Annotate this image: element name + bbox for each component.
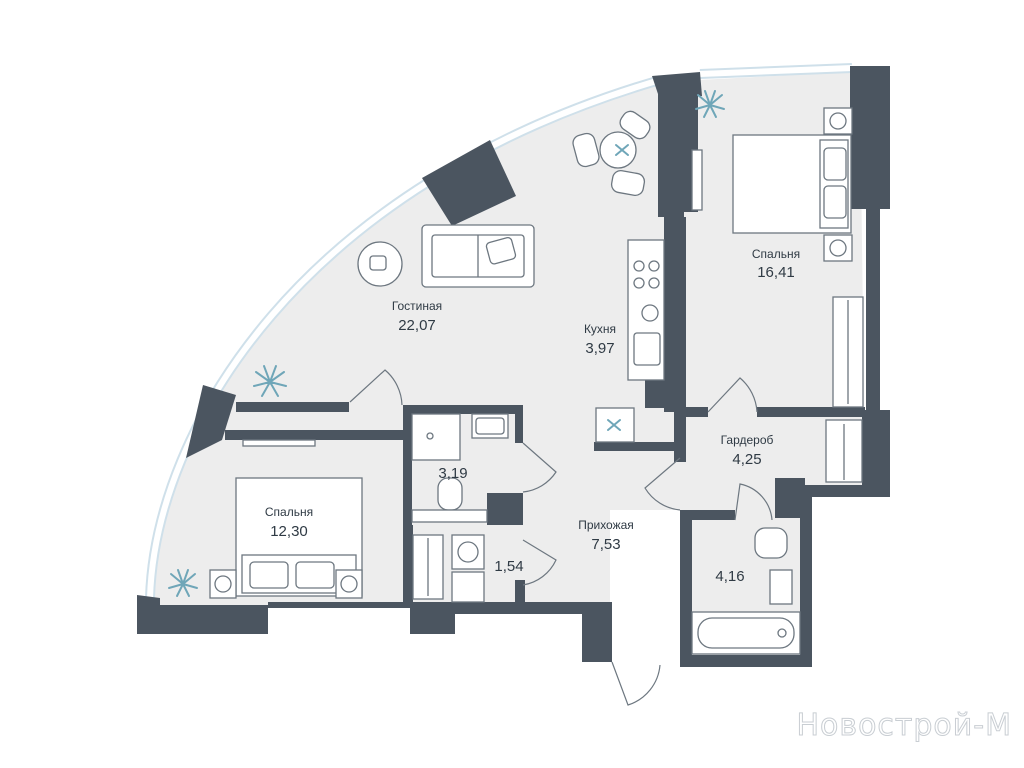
- hall-name: Прихожая: [578, 518, 634, 532]
- bedroom-small-furniture: [209, 439, 363, 599]
- watermark: Новострой-М: [796, 708, 1012, 743]
- bathroom-2-area: 4,16: [715, 568, 744, 585]
- walls: [137, 66, 890, 667]
- toilet: [754, 527, 788, 559]
- bedroom-big-name: Спальня: [752, 247, 800, 261]
- plant-icon: [168, 90, 725, 597]
- storage-area: 1,54: [494, 558, 523, 575]
- hall-area: 7,53: [591, 536, 620, 553]
- living-furniture: [357, 110, 651, 288]
- bedroom-big-area: 16,41: [757, 264, 795, 281]
- storage-fixtures: [412, 534, 485, 603]
- dining-table: [599, 131, 637, 169]
- living-room-name: Гостиная: [392, 299, 442, 313]
- bedroom-big-furniture: [691, 107, 864, 408]
- wardrobe-closet: [825, 419, 863, 483]
- shower: [411, 413, 461, 461]
- bathroom-2-fixtures: [691, 527, 801, 655]
- doors: [349, 369, 773, 706]
- wardrobe-area: 4,25: [732, 451, 761, 468]
- curved-window: [145, 63, 853, 599]
- bathroom-1-area: 3,19: [438, 465, 467, 482]
- wardrobe-name: Гардероб: [721, 433, 774, 447]
- living-room-area: 22,07: [398, 317, 436, 334]
- kitchen-furniture: [595, 239, 665, 443]
- bathroom-1-fixtures: [411, 413, 509, 523]
- kitchen-name: Кухня: [584, 322, 616, 336]
- toilet: [437, 477, 463, 511]
- room-labels: Гостиная 22,07 Кухня 3,97 Спальня 16,41 …: [265, 247, 800, 585]
- kitchen-area: 3,97: [585, 340, 614, 357]
- bedroom-small-name: Спальня: [265, 505, 313, 519]
- bedroom-small-area: 12,30: [270, 523, 308, 540]
